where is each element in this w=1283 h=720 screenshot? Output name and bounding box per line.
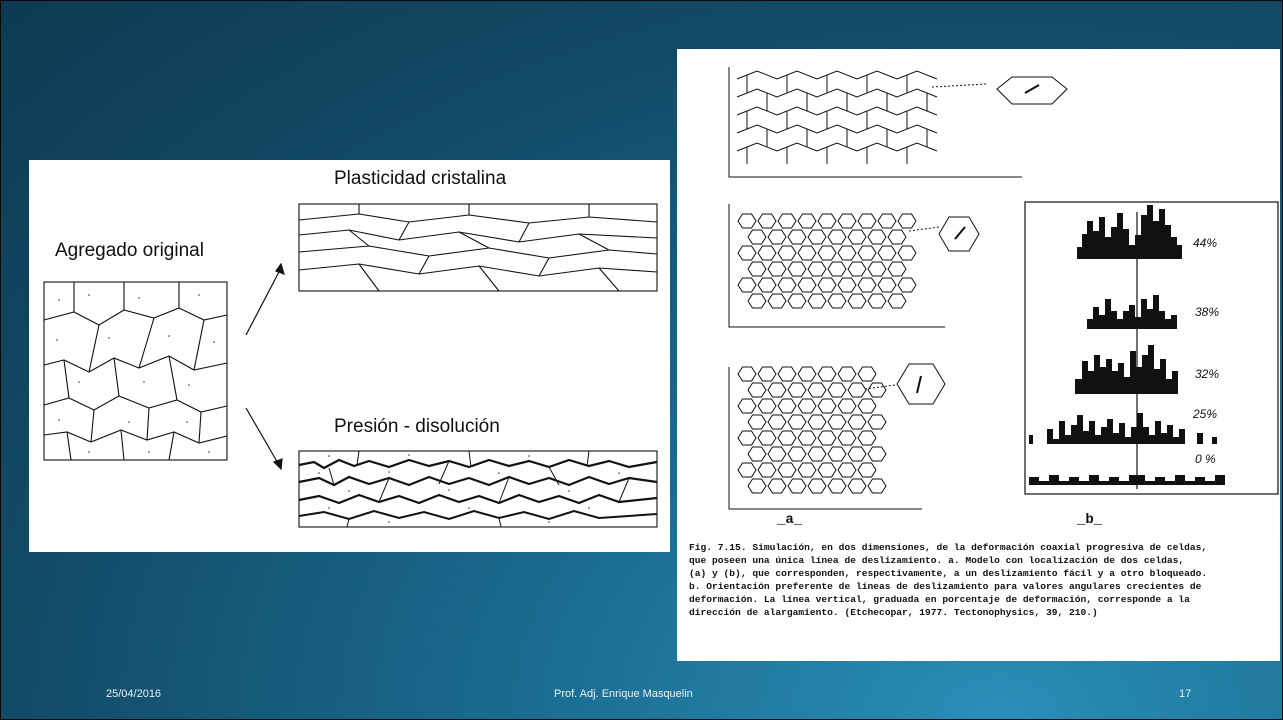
- pressure-solution-drawing: [299, 451, 657, 527]
- histogram-label-32: 32%: [1195, 367, 1219, 381]
- caption-line: deformación. La línea vertical, graduada…: [689, 593, 1269, 606]
- footer-date: 25/04/2016: [106, 688, 161, 700]
- caption-line: (a) y (b), que corresponden, respectivam…: [689, 567, 1269, 580]
- arrows: [246, 264, 284, 469]
- cell-simulation-figure: 44% 38% 32% 25% 0 % _a_ _b_ Fig. 7.15. S…: [677, 49, 1280, 661]
- sublabel-a: _a_: [777, 512, 802, 528]
- deformed-cells-drawing: [729, 67, 1067, 177]
- hex-grid-middle: [729, 204, 979, 327]
- label-original-aggregate: Agregado original: [55, 240, 204, 262]
- original-aggregate-drawing: [44, 282, 227, 460]
- histogram-label-25: 25%: [1193, 407, 1217, 421]
- sublabel-b: _b_: [1077, 512, 1102, 528]
- grain-deformation-figure: Agregado original Plasticidad cristalina…: [29, 160, 670, 552]
- label-crystal-plasticity: Plasticidad cristalina: [334, 168, 506, 190]
- label-pressure-solution: Presión - disolución: [334, 416, 500, 438]
- caption-line: que poseen una única línea de deslizamie…: [689, 554, 1269, 567]
- caption-line: b. Orientación preferente de líneas de d…: [689, 580, 1269, 593]
- histogram-label-0: 0 %: [1195, 452, 1216, 466]
- footer-author: Prof. Adj. Enrique Masquelin: [554, 688, 693, 700]
- figure-caption: Fig. 7.15. Simulación, en dos dimensione…: [689, 541, 1269, 619]
- caption-line: dirección de alargamiento. (Etchecopar, …: [689, 606, 1269, 619]
- caption-line: Fig. 7.15. Simulación, en dos dimensione…: [689, 541, 1269, 554]
- plasticity-drawing: [299, 204, 657, 291]
- histogram-label-44: 44%: [1193, 236, 1217, 250]
- hex-grid-bottom: [729, 364, 945, 509]
- aggregate-dots: [56, 294, 215, 453]
- footer-page-number: 17: [1179, 688, 1191, 700]
- histogram-label-38: 38%: [1195, 305, 1219, 319]
- grain-deformation-drawing: [29, 160, 670, 552]
